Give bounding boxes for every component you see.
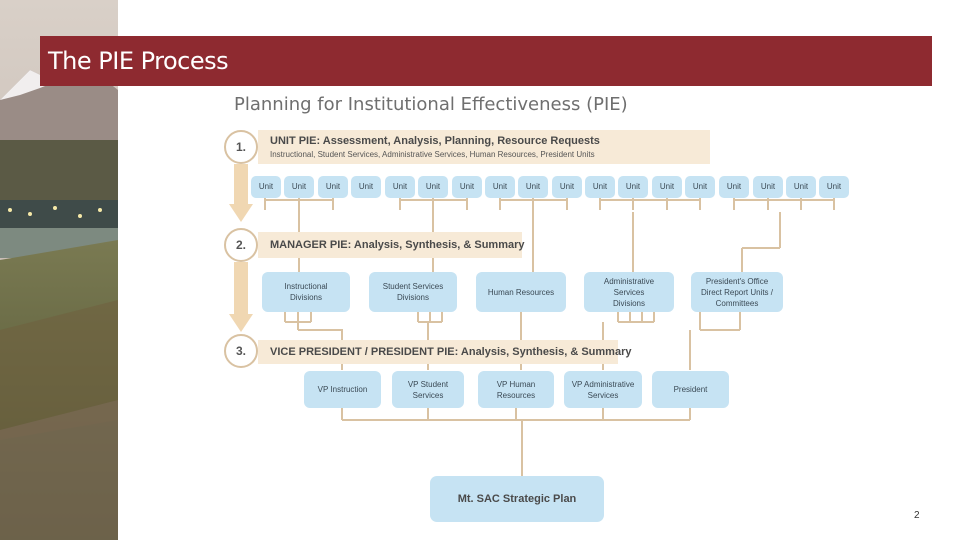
step-2-number: 2. bbox=[224, 228, 258, 262]
unit-box: Unit bbox=[786, 176, 816, 198]
step-1-sublabel: Instructional, Student Services, Adminis… bbox=[270, 150, 595, 159]
page-number: 2 bbox=[914, 510, 920, 521]
unit-box: Unit bbox=[552, 176, 582, 198]
step-1-label: UNIT PIE: Assessment, Analysis, Planning… bbox=[270, 135, 600, 147]
unit-box: Unit bbox=[452, 176, 482, 198]
unit-box: Unit bbox=[719, 176, 749, 198]
unit-box: Unit bbox=[652, 176, 682, 198]
vp-box-administrative: VP Administrative Services bbox=[564, 371, 642, 408]
unit-box: Unit bbox=[518, 176, 548, 198]
unit-box: Unit bbox=[284, 176, 314, 198]
manager-box-administrative: Administrative Services Divisions bbox=[584, 272, 674, 312]
manager-box-instructional: Instructional Divisions bbox=[262, 272, 350, 312]
step-3-label: VICE PRESIDENT / PRESIDENT PIE: Analysis… bbox=[270, 346, 631, 358]
vp-box-president: President bbox=[652, 371, 729, 408]
step-1-number: 1. bbox=[224, 130, 258, 164]
unit-box: Unit bbox=[618, 176, 648, 198]
unit-box: Unit bbox=[318, 176, 348, 198]
manager-box-presidents-office: President's Office Direct Report Units /… bbox=[691, 272, 783, 312]
unit-box: Unit bbox=[819, 176, 849, 198]
vp-box-instruction: VP Instruction bbox=[304, 371, 381, 408]
unit-box: Unit bbox=[385, 176, 415, 198]
unit-box: Unit bbox=[753, 176, 783, 198]
strategic-plan-box: Mt. SAC Strategic Plan bbox=[430, 476, 604, 522]
unit-box: Unit bbox=[485, 176, 515, 198]
unit-box: Unit bbox=[251, 176, 281, 198]
step-2-label: MANAGER PIE: Analysis, Synthesis, & Summ… bbox=[270, 239, 525, 251]
unit-box: Unit bbox=[418, 176, 448, 198]
vp-box-student-services: VP Student Services bbox=[392, 371, 464, 408]
unit-box: Unit bbox=[585, 176, 615, 198]
manager-box-student-services: Student Services Divisions bbox=[369, 272, 457, 312]
step-3-number: 3. bbox=[224, 334, 258, 368]
unit-box: Unit bbox=[351, 176, 381, 198]
vp-box-human-resources: VP Human Resources bbox=[478, 371, 554, 408]
manager-box-human-resources: Human Resources bbox=[476, 272, 566, 312]
unit-box: Unit bbox=[685, 176, 715, 198]
